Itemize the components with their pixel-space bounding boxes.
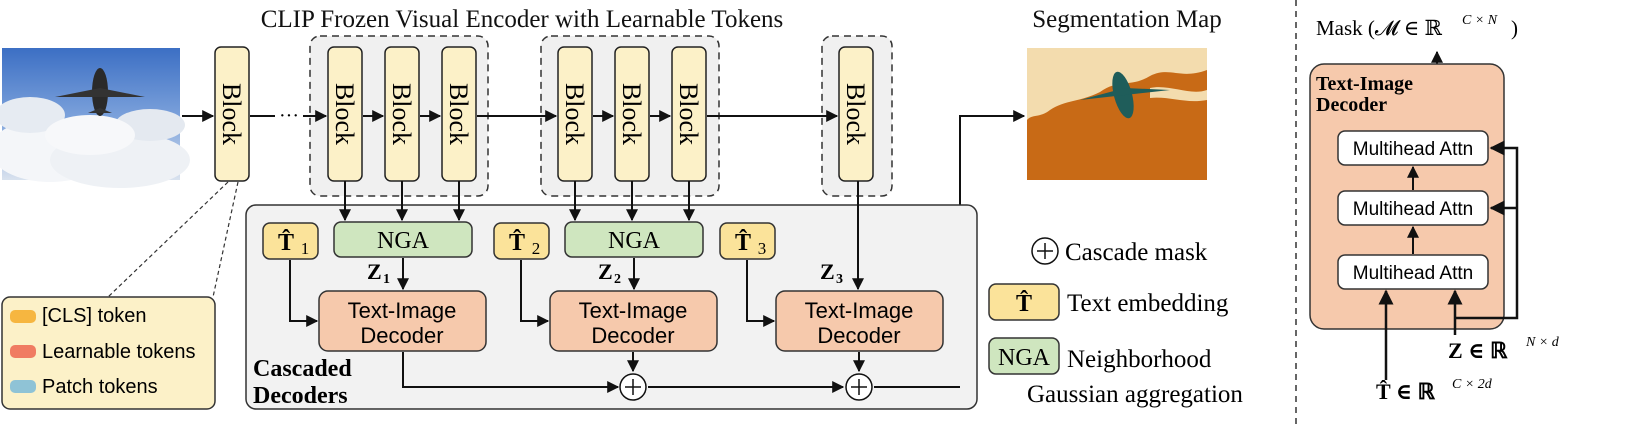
svg-text:Z: Z bbox=[598, 259, 613, 284]
svg-text:Z: Z bbox=[820, 259, 835, 284]
text-embedding-t3: T̂ 3 bbox=[719, 222, 776, 260]
svg-text:Multihead Attn: Multihead Attn bbox=[1353, 139, 1473, 160]
svg-text:Block: Block bbox=[617, 83, 646, 145]
legend-text-embedding: T̂ Text embedding bbox=[988, 283, 1229, 321]
svg-text:2: 2 bbox=[614, 272, 621, 287]
patch-token-label: Patch tokens bbox=[42, 376, 158, 398]
svg-text:3: 3 bbox=[836, 272, 843, 287]
svg-text:Text-Image: Text-Image bbox=[348, 298, 457, 323]
svg-text:Multihead Attn: Multihead Attn bbox=[1353, 199, 1473, 220]
svg-text:T̂: T̂ bbox=[509, 229, 525, 256]
cls-token-label: [CLS] token bbox=[42, 305, 147, 327]
svg-text:NGA: NGA bbox=[998, 345, 1051, 371]
z-input-label: Z ∈ ℝ N × d bbox=[1448, 335, 1560, 363]
svg-text:T̂: T̂ bbox=[1016, 290, 1032, 317]
svg-text:Block: Block bbox=[560, 83, 589, 145]
svg-text:2: 2 bbox=[532, 239, 541, 258]
cascade-mask-node-1 bbox=[619, 373, 647, 401]
svg-text:Block: Block bbox=[444, 83, 473, 145]
svg-text:C × 2d: C × 2d bbox=[1452, 377, 1493, 392]
input-image bbox=[0, 48, 190, 188]
svg-text:): ) bbox=[1511, 16, 1518, 40]
text-image-decoder-3: Text-Image Decoder bbox=[775, 290, 944, 352]
decoder-detail-title-2: Decoder bbox=[1316, 94, 1387, 116]
encoder-block-5: Block bbox=[614, 46, 650, 182]
svg-text:T̂: T̂ bbox=[278, 229, 294, 256]
svg-text:NGA: NGA bbox=[608, 228, 661, 254]
token-legend: [CLS] token Learnable tokens Patch token… bbox=[1, 296, 216, 410]
svg-text:Block: Block bbox=[330, 83, 359, 145]
cls-token-swatch bbox=[10, 310, 36, 323]
svg-text:C × N: C × N bbox=[1462, 13, 1498, 28]
nga-box-2: NGA bbox=[564, 221, 704, 258]
legend-nga: NGA Neighborhood Gaussian aggregation bbox=[988, 337, 1243, 408]
legend-cascade-mask: Cascade mask bbox=[1031, 237, 1208, 266]
decoder-detail-title-1: Text-Image bbox=[1316, 73, 1413, 95]
encoder-block-0: Block bbox=[214, 46, 250, 182]
svg-text:Text-Image: Text-Image bbox=[805, 298, 914, 323]
encoder-title: CLIP Frozen Visual Encoder with Learnabl… bbox=[261, 6, 784, 33]
learnable-token-swatch bbox=[10, 345, 36, 358]
svg-text:3: 3 bbox=[758, 239, 767, 258]
svg-text:Text embedding: Text embedding bbox=[1067, 290, 1229, 317]
ellipsis: ··· bbox=[279, 105, 299, 127]
encoder-block-6: Block bbox=[671, 46, 707, 182]
svg-text:Decoder: Decoder bbox=[591, 323, 674, 348]
segmentation-title: Segmentation Map bbox=[1032, 6, 1222, 33]
t-input-label: T̂ ∈ ℝ C × 2d bbox=[1376, 377, 1493, 404]
cascaded-decoders-label-line2: Decoders bbox=[253, 383, 348, 409]
svg-text:Block: Block bbox=[387, 83, 416, 145]
svg-text:N × d: N × d bbox=[1525, 335, 1560, 350]
z2-label: Z 2 bbox=[598, 259, 621, 287]
svg-text:Text-Image: Text-Image bbox=[579, 298, 688, 323]
learnable-token-label: Learnable tokens bbox=[42, 341, 195, 363]
multihead-attn-3: Multihead Attn bbox=[1337, 130, 1489, 166]
svg-text:1: 1 bbox=[383, 272, 390, 287]
encoder-block-4: Block bbox=[557, 46, 593, 182]
svg-text:Z: Z bbox=[367, 259, 382, 284]
svg-text:Decoder: Decoder bbox=[817, 323, 900, 348]
encoder-block-1: Block bbox=[327, 46, 363, 182]
encoder-block-7: Block bbox=[838, 46, 874, 182]
svg-text:Block: Block bbox=[217, 83, 246, 145]
airplane-icon bbox=[55, 68, 145, 116]
mask-output-label: Mask (𝓜 ∈ ℝ C × N ) bbox=[1316, 13, 1518, 40]
svg-text:1: 1 bbox=[301, 239, 310, 258]
multihead-attn-2: Multihead Attn bbox=[1337, 190, 1489, 226]
text-embedding-t1: T̂ 1 bbox=[262, 222, 319, 260]
svg-text:NGA: NGA bbox=[377, 228, 430, 254]
svg-text:Block: Block bbox=[841, 83, 870, 145]
svg-text:Mask (𝓜 ∈ ℝ: Mask (𝓜 ∈ ℝ bbox=[1316, 16, 1442, 40]
svg-text:Z ∈ ℝ: Z ∈ ℝ bbox=[1448, 338, 1508, 363]
svg-text:T̂ ∈ ℝ: T̂ ∈ ℝ bbox=[1376, 379, 1436, 404]
svg-text:Neighborhood: Neighborhood bbox=[1067, 346, 1212, 373]
z1-label: Z 1 bbox=[367, 259, 390, 287]
patch-token-swatch bbox=[10, 380, 36, 393]
encoder-block-3: Block bbox=[441, 46, 477, 182]
multihead-attn-1: Multihead Attn bbox=[1337, 254, 1489, 290]
cascade-mask-node-2 bbox=[845, 373, 873, 401]
text-image-decoder-1: Text-Image Decoder bbox=[318, 290, 487, 352]
encoder-block-2: Block bbox=[384, 46, 420, 182]
segmentation-map bbox=[1027, 48, 1207, 180]
cascaded-decoders-label-line1: Cascaded bbox=[253, 356, 352, 382]
svg-text:Cascade mask: Cascade mask bbox=[1065, 239, 1208, 266]
svg-text:Multihead Attn: Multihead Attn bbox=[1353, 263, 1473, 284]
svg-text:T̂: T̂ bbox=[735, 229, 751, 256]
text-embedding-t2: T̂ 2 bbox=[493, 222, 550, 260]
svg-text:Block: Block bbox=[674, 83, 703, 145]
svg-text:Gaussian aggregation: Gaussian aggregation bbox=[1027, 381, 1243, 408]
svg-text:Decoder: Decoder bbox=[360, 323, 443, 348]
nga-box-1: NGA bbox=[333, 221, 473, 258]
z3-label: Z 3 bbox=[820, 259, 843, 287]
text-image-decoder-2: Text-Image Decoder bbox=[549, 290, 718, 352]
